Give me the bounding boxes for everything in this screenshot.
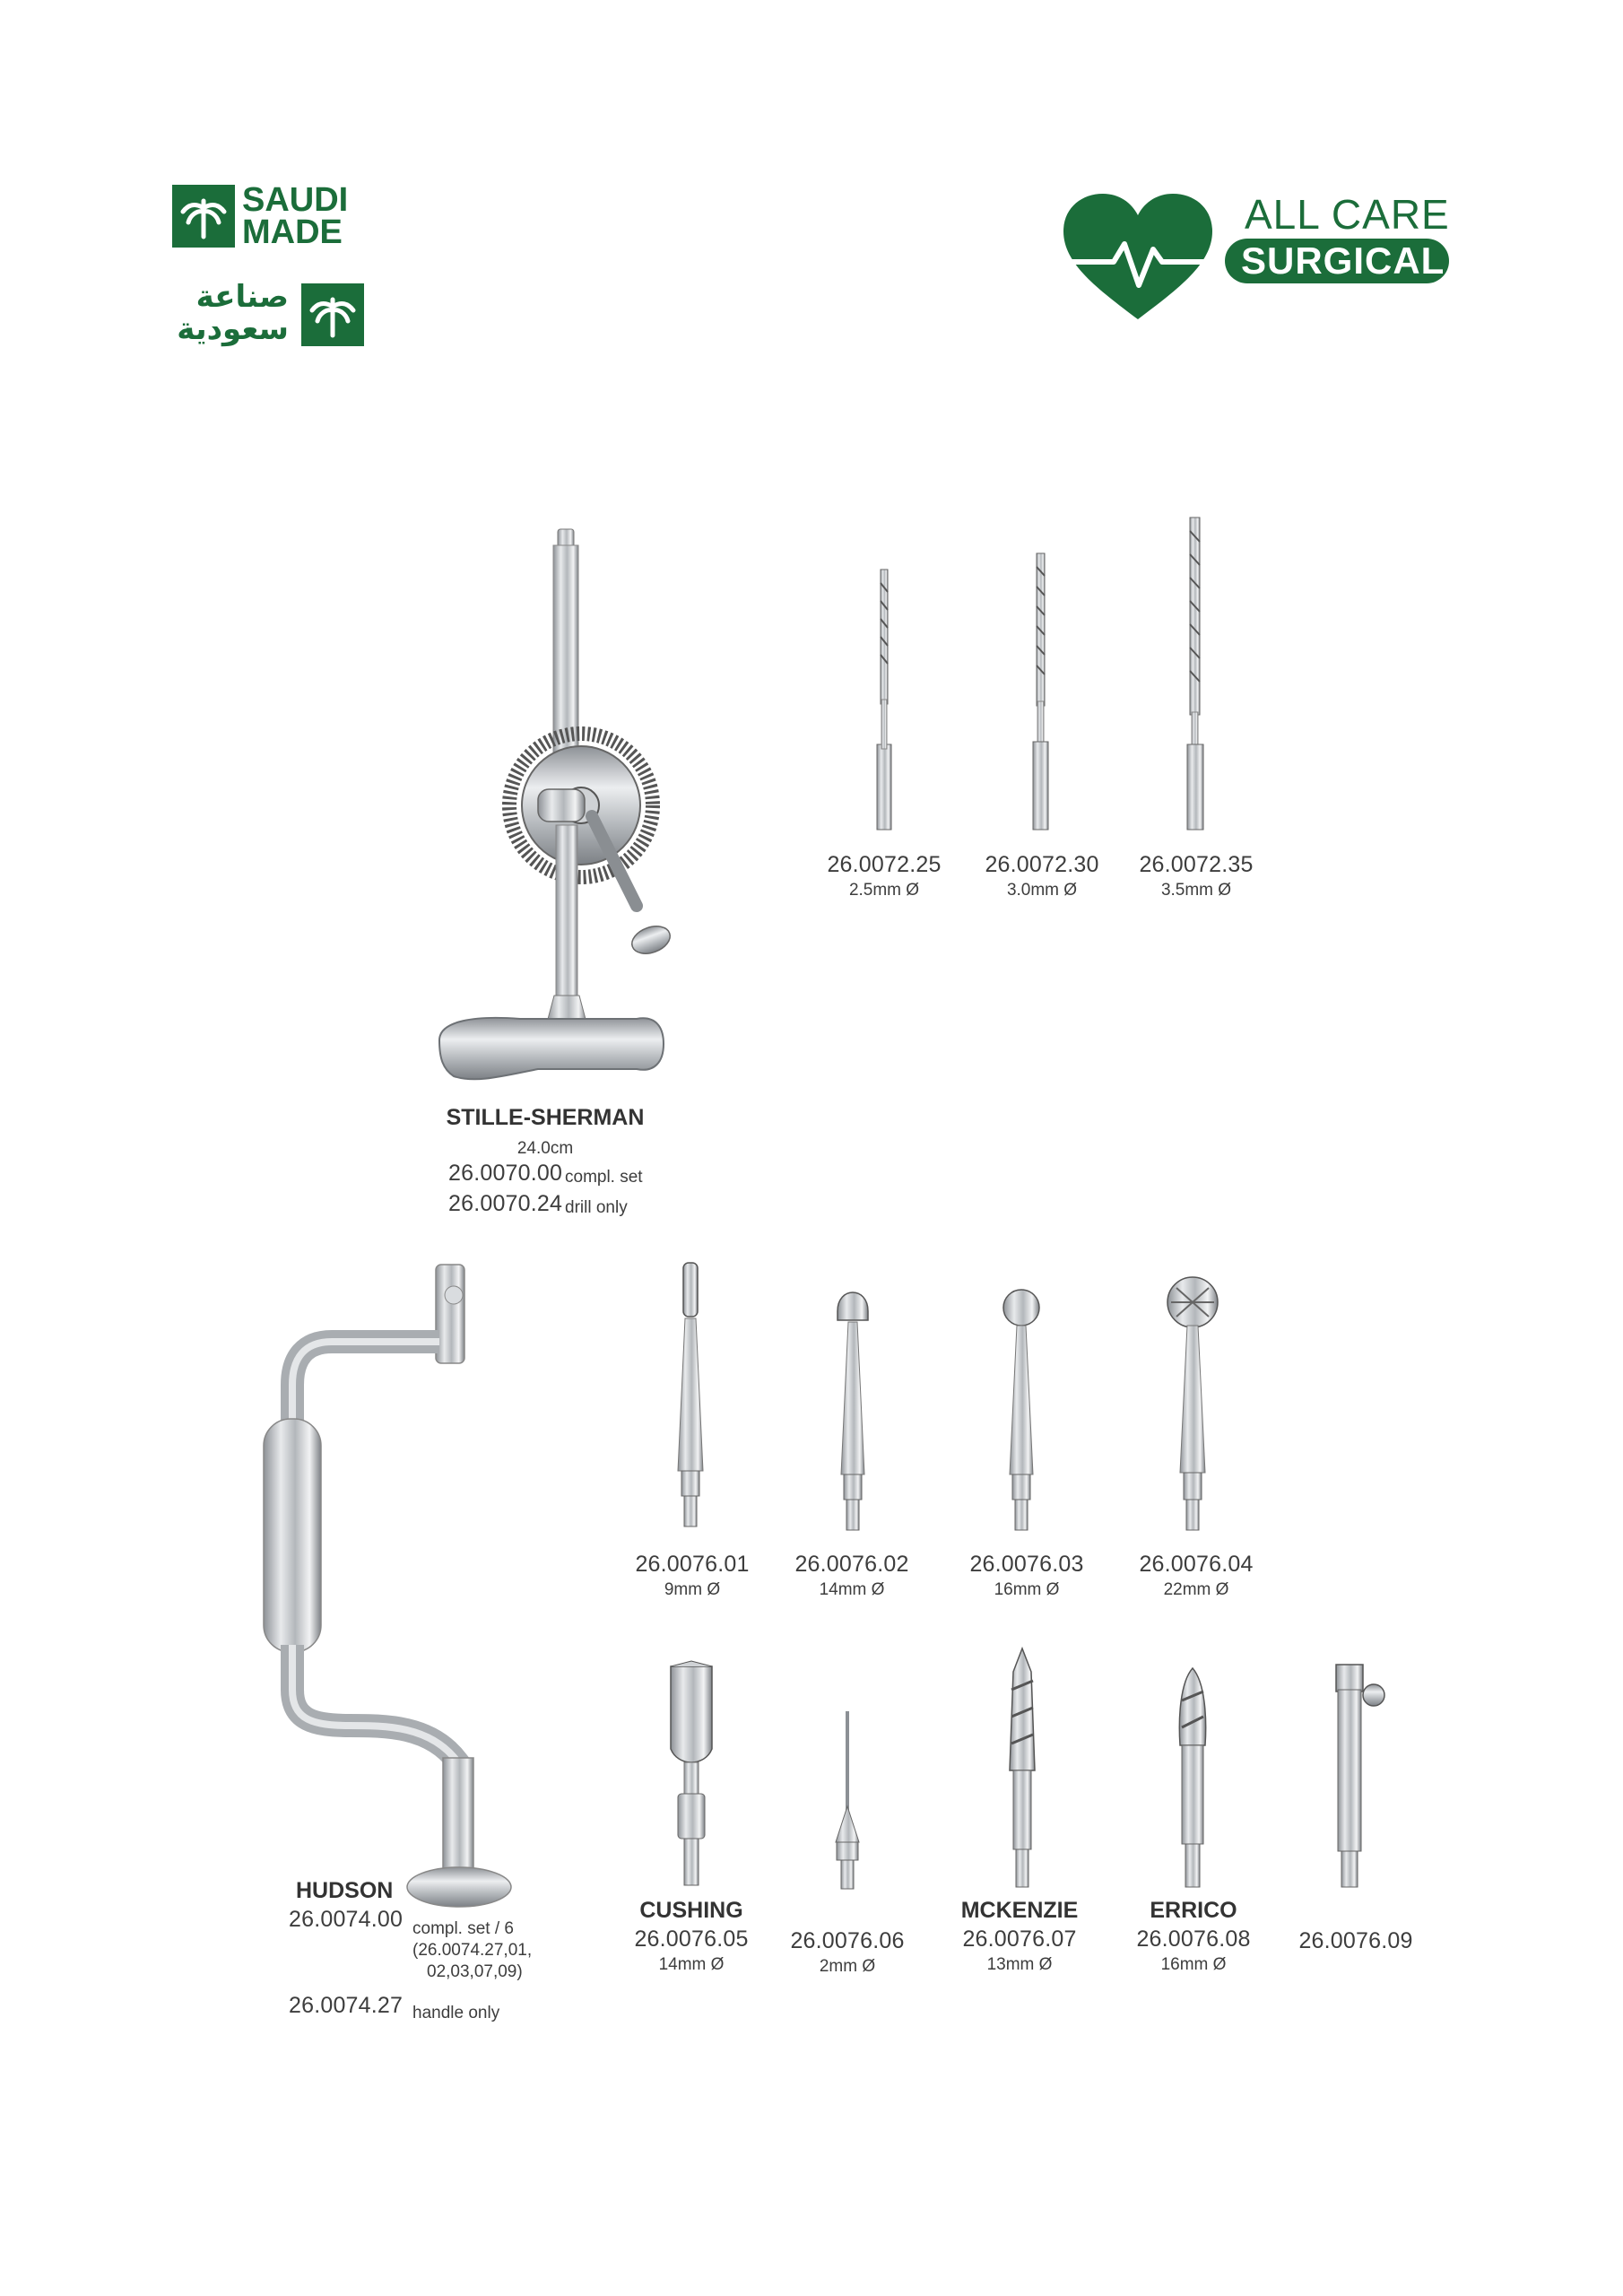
all-care-line1: ALL CARE <box>1245 191 1450 238</box>
stille-sherman-code-2: 26.0070.24 <box>448 1191 563 1216</box>
drill-30-code: 26.0072.30 <box>985 852 1099 877</box>
burr-02-code: 26.0076.02 <box>794 1552 909 1577</box>
burr-03-size: 16mm Ø <box>994 1580 1060 1599</box>
hudson-name: HUDSON <box>296 1878 394 1903</box>
drill-25-size: 2.5mm Ø <box>848 881 920 900</box>
burr-06-code: 26.0076.06 <box>790 1928 905 1953</box>
drill-35-size: 3.5mm Ø <box>1160 881 1232 900</box>
burr-08-size: 16mm Ø <box>1160 1955 1227 1974</box>
burr-03-code: 26.0076.03 <box>969 1552 1084 1577</box>
saudi-made-logo: SAUDI MADE صناعة سعودية <box>172 181 364 347</box>
stille-sherman-drill-image <box>438 528 671 1081</box>
drill-bit-35-image <box>1186 517 1204 831</box>
drill-25-code: 26.0072.25 <box>827 852 942 877</box>
burr-04-size: 22mm Ø <box>1163 1580 1229 1599</box>
burr-05-name: CUSHING <box>639 1898 743 1923</box>
errico-burr-image <box>1178 1666 1207 1888</box>
all-care-surgical-logo: ALL CARE SURGICAL <box>1062 192 1456 326</box>
burr-01-size: 9mm Ø <box>664 1580 721 1599</box>
burr-02-size: 14mm Ø <box>819 1580 885 1599</box>
hudson-desc-1-line1: compl. set / 6 <box>412 1919 514 1938</box>
heart-pulse-icon <box>1063 194 1212 319</box>
burr-08-name: ERRICO <box>1150 1898 1237 1923</box>
saudi-made-line1: SAUDI <box>242 181 349 219</box>
burr-09-adapter-image <box>1335 1664 1385 1888</box>
stille-sherman-desc-2: drill only <box>565 1198 628 1217</box>
hudson-desc-1-line2: (26.0074.27,01, <box>412 1941 533 1960</box>
stille-sherman-size: 24.0cm <box>516 1139 574 1158</box>
burr-22mm-image <box>1167 1276 1219 1531</box>
cushing-burr-image <box>670 1660 713 1886</box>
burr-06-size: 2mm Ø <box>819 1957 876 1976</box>
burr-05-code: 26.0076.05 <box>634 1926 749 1952</box>
burr-07-size: 13mm Ø <box>986 1955 1053 1974</box>
drill-bit-25-image <box>876 569 892 831</box>
saudi-made-line2: MADE <box>242 213 343 251</box>
burr-09-code: 26.0076.09 <box>1298 1928 1413 1953</box>
saudi-made-arabic-line1: صناعة <box>195 279 289 315</box>
burr-2mm-image <box>835 1711 860 1890</box>
palm-icon-arabic <box>301 283 364 346</box>
stille-sherman-name: STILLE-SHERMAN <box>446 1105 645 1130</box>
stille-sherman-desc-1: compl. set <box>565 1168 643 1187</box>
hudson-code-1: 26.0074.00 <box>289 1907 404 1932</box>
burr-9mm-image <box>677 1262 704 1527</box>
burr-16mm-image <box>1002 1289 1040 1531</box>
mckenzie-burr-image <box>1009 1646 1036 1888</box>
burr-14mm-image <box>837 1292 869 1531</box>
hudson-desc-2: handle only <box>412 2004 500 2022</box>
hudson-desc-1-line3: 02,03,07,09) <box>427 1962 523 1981</box>
burr-05-size: 14mm Ø <box>658 1955 725 1974</box>
saudi-made-arabic-line2: سعودية <box>177 311 289 347</box>
all-care-line2: SURGICAL <box>1241 239 1445 282</box>
palm-icon <box>172 185 235 248</box>
drill-35-code: 26.0072.35 <box>1139 852 1254 877</box>
burr-07-code: 26.0076.07 <box>962 1926 1077 1952</box>
burr-01-code: 26.0076.01 <box>635 1552 750 1577</box>
drill-30-size: 3.0mm Ø <box>1006 881 1078 900</box>
burr-08-code: 26.0076.08 <box>1136 1926 1251 1952</box>
drill-bit-30-image <box>1032 552 1049 831</box>
burr-04-code: 26.0076.04 <box>1139 1552 1254 1577</box>
burr-07-name: MCKENZIE <box>960 1898 1079 1923</box>
hudson-brace-image <box>263 1264 512 1908</box>
surgical-badge <box>1225 239 1449 283</box>
stille-sherman-code-1: 26.0070.00 <box>448 1161 563 1186</box>
hudson-code-2: 26.0074.27 <box>289 1993 404 2018</box>
